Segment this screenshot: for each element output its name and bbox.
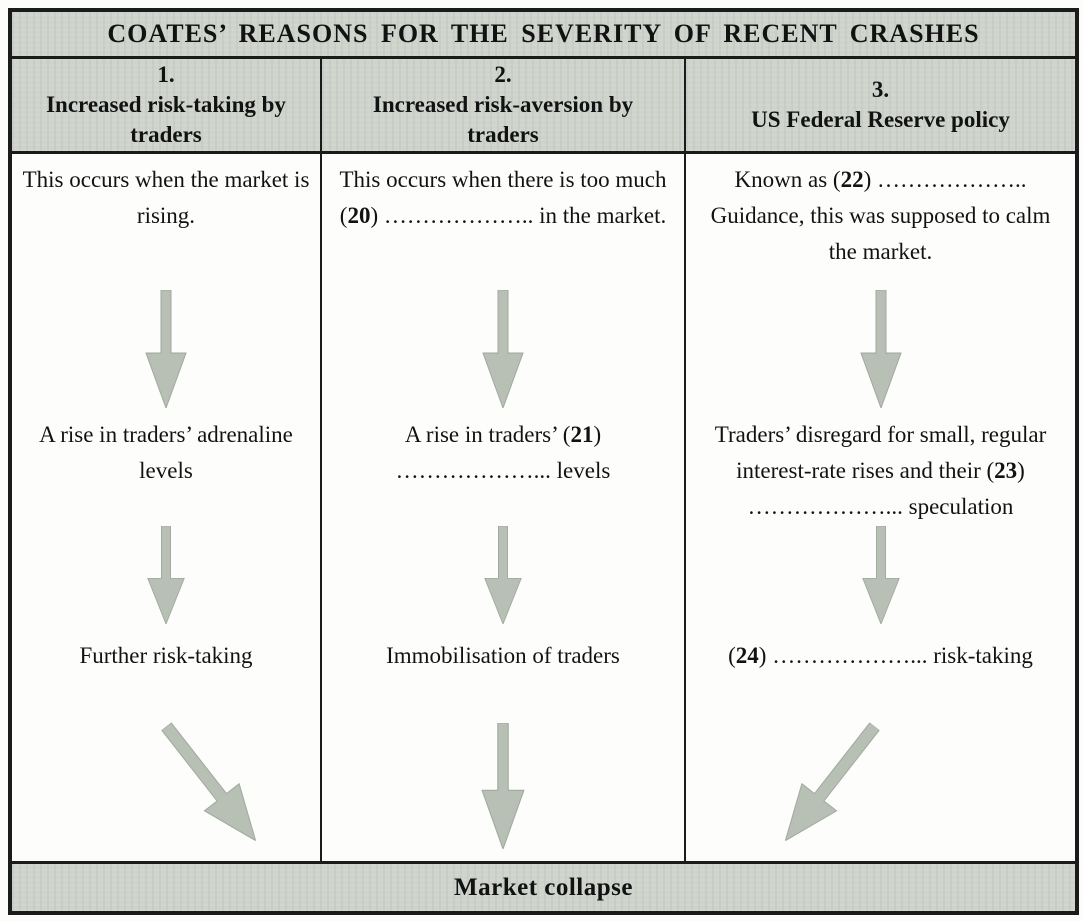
text-segment: ) ………………... risk-taking (758, 643, 1033, 668)
text-segment: A rise in traders’ ( (404, 422, 571, 447)
step-col3-row2: Traders’ disregard for small, regular in… (686, 414, 1075, 520)
question-number: 21 (570, 422, 594, 447)
step-col3-row1: Known as (22) ……………….. Guidance, this wa… (686, 154, 1075, 284)
column-header-1: 1. Increased risk-taking by traders (12, 59, 322, 151)
down-arrow-icon (686, 520, 1075, 630)
step-col1-row1: This occurs when the market is rising. (12, 154, 320, 284)
column-1-number: 1. (157, 62, 175, 87)
down-arrow-icon (12, 284, 320, 414)
step-col3-row3: (24) ………………... risk-taking (686, 630, 1075, 685)
flow-column-1: This occurs when the market is rising. A… (12, 154, 322, 861)
text-segment: This occurs when there is too much ( (339, 167, 667, 228)
column-header-3: 3. US Federal Reserve policy (686, 59, 1075, 151)
down-arrow-icon (322, 284, 684, 414)
column-2-number: 2. (494, 62, 512, 87)
text-segment: ) ………………... speculation (747, 458, 1025, 519)
question-number: 20 (347, 203, 371, 228)
text-segment: ( (728, 643, 736, 668)
step-col1-row2: A rise in traders’ adrenaline levels (12, 414, 320, 520)
column-header-2: 2. Increased risk-aversion by traders (322, 59, 686, 151)
column-1-heading: Increased risk-taking by traders (46, 92, 286, 147)
text-segment: This occurs when the market is rising. (22, 167, 310, 228)
text-segment: A rise in traders’ adrenaline levels (39, 422, 293, 483)
text-segment: Further risk-taking (79, 643, 253, 668)
text-segment: ) ……………….. Guidance, this was supposed t… (710, 167, 1051, 264)
flow-column-2: This occurs when there is too much (20) … (322, 154, 686, 861)
question-number: 22 (840, 167, 864, 192)
column-3-heading: US Federal Reserve policy (751, 107, 1010, 132)
text-segment: Traders’ disregard for small, regular in… (714, 422, 1047, 483)
text-segment: Known as ( (734, 167, 841, 192)
step-col2-row3: Immobilisation of traders (322, 630, 684, 685)
diagonal-down-left-arrow-icon (686, 685, 1075, 861)
down-arrow-icon (322, 685, 684, 861)
text-segment: Immobilisation of traders (386, 643, 620, 668)
column-2-heading: Increased risk-aversion by traders (372, 92, 634, 147)
footer-label: Market collapse (454, 873, 633, 901)
step-col2-row2: A rise in traders’ (21) ………………... levels (322, 414, 684, 520)
down-arrow-icon (686, 284, 1075, 414)
flow-chart-table: COATES’ REASONS FOR THE SEVERITY OF RECE… (8, 8, 1079, 915)
step-col1-row3: Further risk-taking (12, 630, 320, 685)
chart-title-bar: COATES’ REASONS FOR THE SEVERITY OF RECE… (12, 12, 1075, 59)
question-number: 23 (994, 458, 1018, 483)
diagonal-down-right-arrow-icon (12, 685, 320, 861)
text-segment: ) ……………….. in the market. (370, 203, 667, 228)
flow-body: This occurs when the market is rising. A… (12, 154, 1075, 861)
down-arrow-icon (12, 520, 320, 630)
footer-bar: Market collapse (12, 861, 1075, 911)
question-number: 24 (735, 643, 759, 668)
column-3-number: 3. (871, 77, 890, 102)
down-arrow-icon (322, 520, 684, 630)
chart-title: COATES’ REASONS FOR THE SEVERITY OF RECE… (107, 19, 980, 48)
step-col2-row1: This occurs when there is too much (20) … (322, 154, 684, 284)
column-headers-row: 1. Increased risk-taking by traders 2. I… (12, 59, 1075, 154)
text-segment: ) ………………... levels (395, 422, 611, 483)
flow-column-3: Known as (22) ……………….. Guidance, this wa… (686, 154, 1075, 861)
